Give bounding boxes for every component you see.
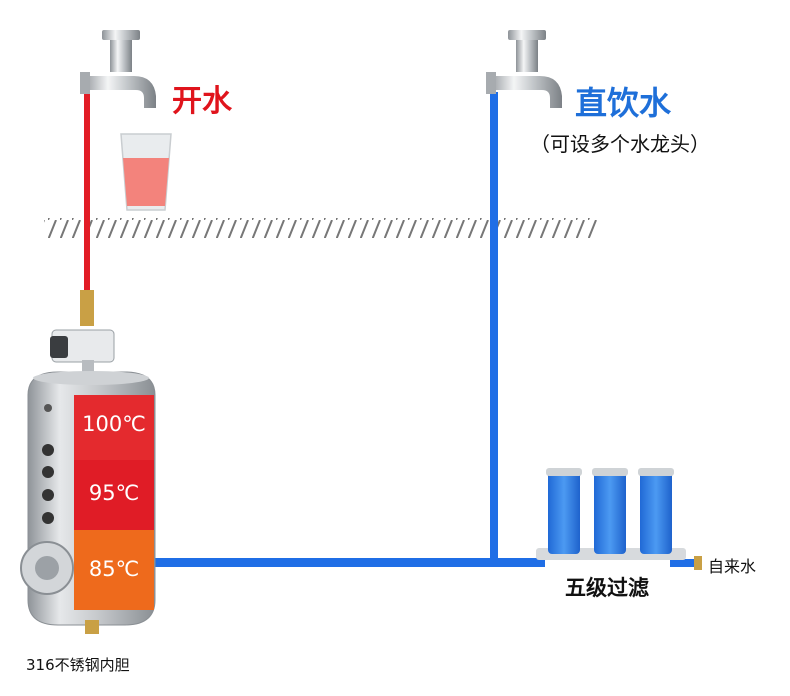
tap-water-label: 自来水 <box>708 557 757 576</box>
water-cup-icon <box>120 133 172 211</box>
filtration-label: 五级过滤 <box>565 576 649 600</box>
direct-drinking-label: 直饮水 <box>575 84 672 122</box>
tap-water-inlet-pipe <box>670 559 698 567</box>
filter-outlet-pipe <box>520 558 545 567</box>
zone-100 <box>74 395 154 460</box>
tank-liner-label: 316不锈钢内胆 <box>26 656 130 674</box>
valve-icon <box>50 290 115 374</box>
hot-water-faucet-icon <box>80 30 156 108</box>
tank-control-knobs <box>42 444 54 524</box>
temp-label-95: 95℃ <box>88 481 140 505</box>
drinking-water-faucet-icon <box>486 30 562 108</box>
tank-flange-icon <box>20 541 74 595</box>
zone-95 <box>74 460 154 530</box>
temp-label-85: 85℃ <box>88 557 140 581</box>
tank-temperature-zones <box>74 395 154 610</box>
filter-cartridge-icon <box>536 468 702 570</box>
tank-feed-pipe <box>150 558 542 567</box>
drinking-water-pipe-riser <box>490 92 498 562</box>
temp-label-100: 100℃ <box>82 412 146 436</box>
hot-water-pipe <box>84 92 90 302</box>
hot-water-label: 开水 <box>172 84 232 119</box>
faucet-note: （可设多个水龙头） <box>530 132 710 156</box>
ground-line <box>44 218 599 238</box>
zone-85 <box>74 530 154 610</box>
